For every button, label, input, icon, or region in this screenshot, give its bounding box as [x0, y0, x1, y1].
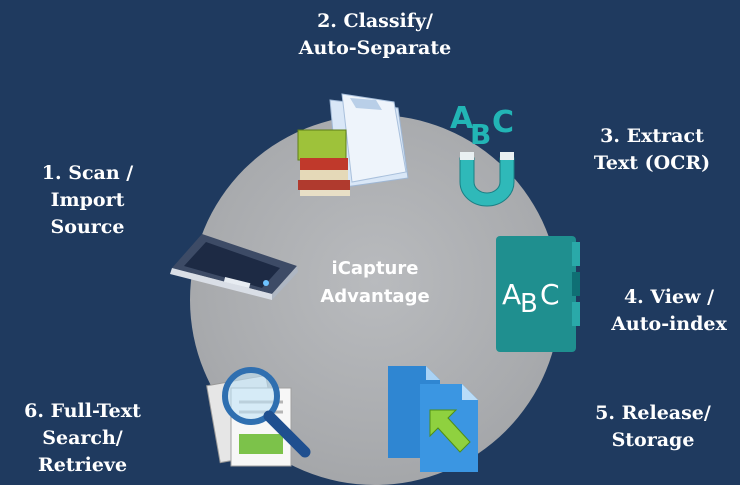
svg-text:A: A	[502, 278, 521, 311]
step-3-label: 3. Extract Text (OCR)	[593, 125, 711, 174]
scanner-icon	[170, 234, 298, 300]
step-6-label: 6. Full-Text Search/ Retrieve	[24, 400, 141, 476]
svg-text:B: B	[470, 118, 491, 151]
abc-folder-icon: A B C	[496, 236, 580, 352]
svg-text:A: A	[450, 101, 474, 136]
step-4-label: 4. View / Auto-index	[611, 286, 727, 335]
step-1-label: 1. Scan / Import Source	[41, 162, 134, 238]
center-label: iCapture Advantage	[320, 258, 430, 307]
svg-text:C: C	[540, 278, 560, 311]
search-documents-icon	[206, 367, 311, 467]
svg-text:B: B	[520, 289, 538, 319]
svg-text:C: C	[492, 105, 514, 140]
abc-magnet-icon: A B C	[450, 101, 515, 207]
release-arrow-icon	[388, 366, 478, 472]
step-5-label: 5. Release/ Storage	[595, 402, 711, 451]
folder-books-icon	[297, 93, 409, 196]
step-2-label: 2. Classify/ Auto-Separate	[298, 10, 452, 59]
